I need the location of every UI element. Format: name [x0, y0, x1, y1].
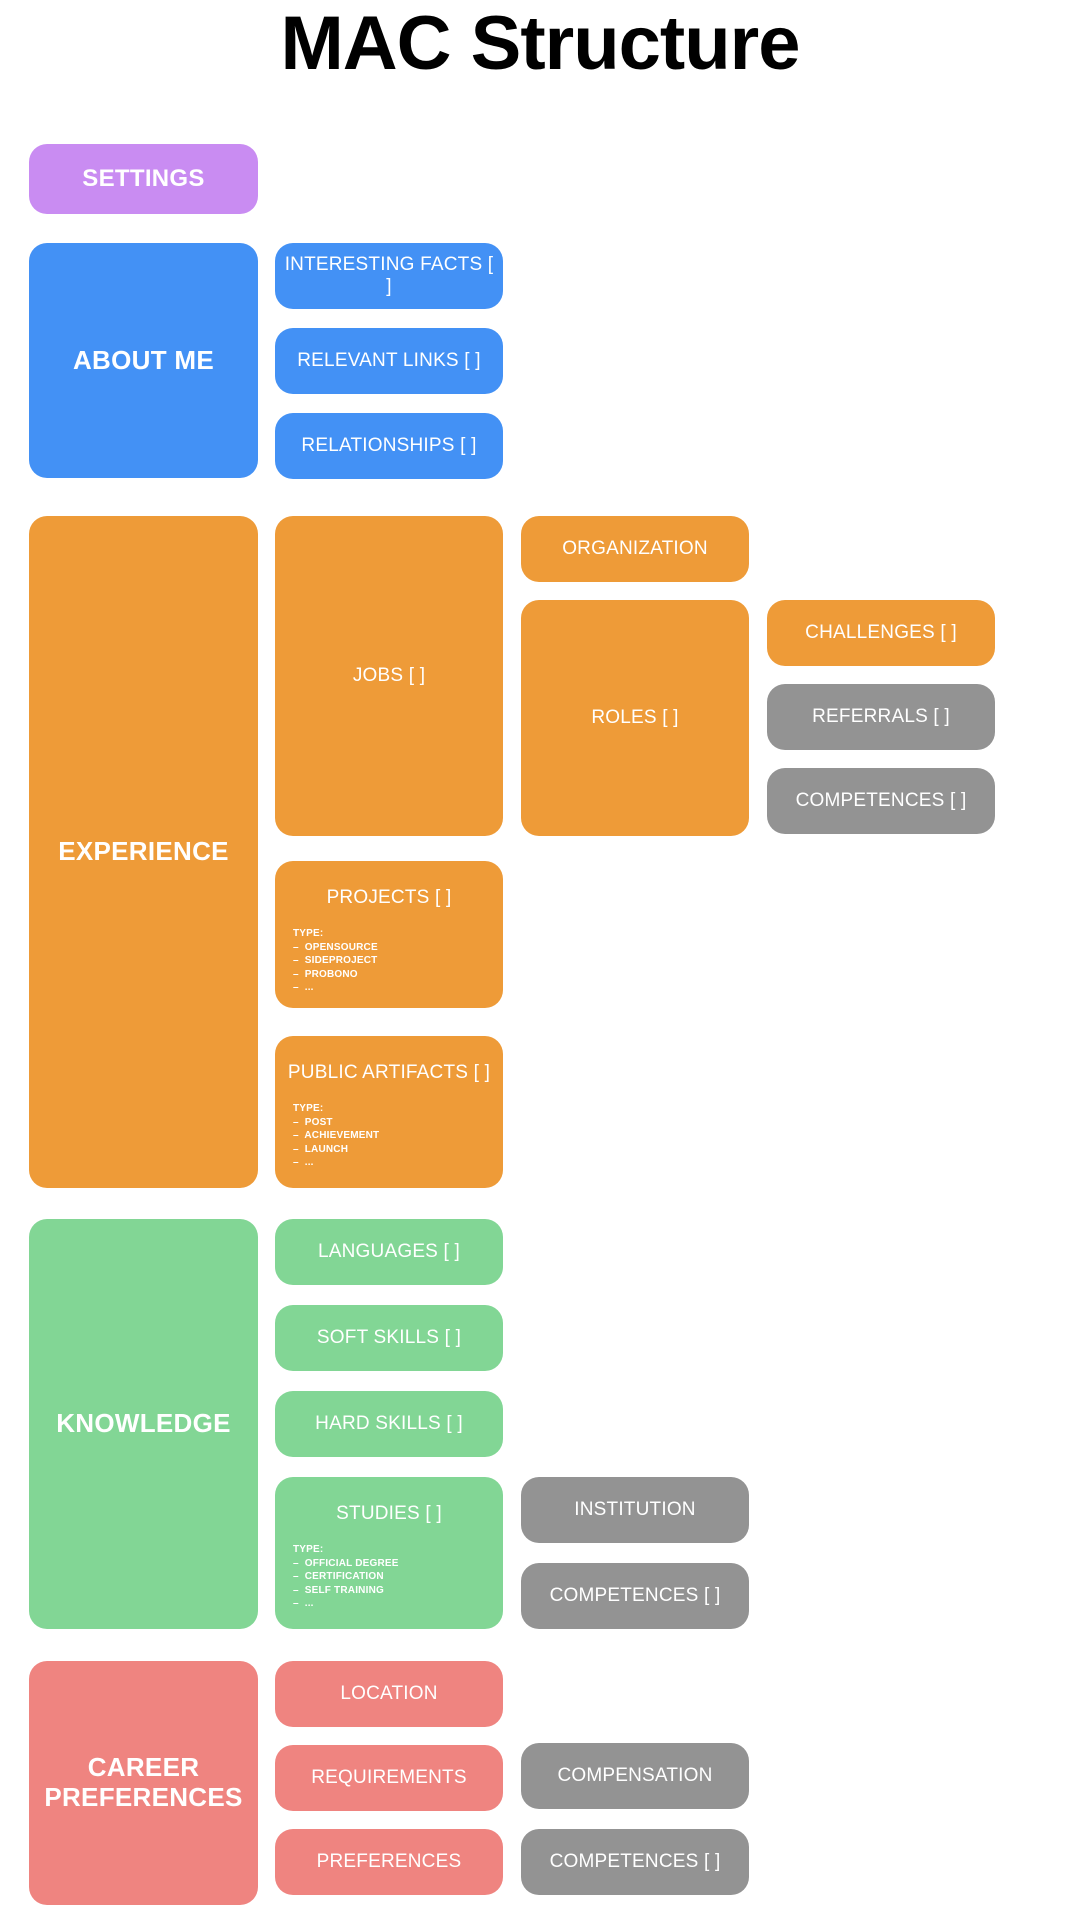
node-hard-skills[interactable]: HARD SKILLS [ ]	[275, 1391, 503, 1457]
node-organization[interactable]: ORGANIZATION	[521, 516, 749, 582]
type-item: – LAUNCH	[293, 1143, 349, 1155]
node-institution[interactable]: INSTITUTION	[521, 1477, 749, 1543]
node-experience-label: EXPERIENCE	[58, 836, 229, 867]
node-public-artifacts[interactable]: PUBLIC ARTIFACTS [ ] TYPE: – POST – ACHI…	[275, 1036, 503, 1188]
node-interesting-facts-label: INTERESTING FACTS [ ]	[284, 254, 494, 297]
node-competences-experience-label: COMPETENCES [ ]	[795, 790, 967, 811]
node-challenges[interactable]: CHALLENGES [ ]	[767, 600, 995, 666]
type-item: – SIDEPROJECT	[293, 955, 378, 967]
node-knowledge[interactable]: KNOWLEDGE	[29, 1219, 258, 1629]
node-requirements[interactable]: REQUIREMENTS	[275, 1745, 503, 1811]
type-item: – OFFICIAL DEGREE	[293, 1558, 399, 1570]
node-location-label: LOCATION	[340, 1683, 438, 1704]
node-career-preferences-label: CAREER PREFERENCES	[29, 1752, 258, 1813]
node-projects-type-list: TYPE: – OPENSOURCE – SIDEPROJECT – PROBO…	[275, 927, 503, 994]
node-competences-knowledge[interactable]: COMPETENCES [ ]	[521, 1563, 749, 1629]
node-referrals[interactable]: REFERRALS [ ]	[767, 684, 995, 750]
node-jobs-label: JOBS [ ]	[352, 665, 426, 686]
node-roles-label: ROLES [ ]	[591, 707, 679, 728]
node-studies-label: STUDIES [ ]	[336, 1503, 442, 1524]
type-item: – ...	[293, 1156, 314, 1168]
node-studies-type-list: TYPE: – OFFICIAL DEGREE – CERTIFICATION …	[275, 1543, 503, 1610]
type-heading: TYPE:	[293, 1103, 324, 1114]
node-public-artifacts-label: PUBLIC ARTIFACTS [ ]	[287, 1062, 491, 1083]
type-item: – POST	[293, 1117, 333, 1129]
node-organization-label: ORGANIZATION	[562, 538, 708, 559]
node-relevant-links[interactable]: RELEVANT LINKS [ ]	[275, 328, 503, 394]
node-languages-label: LANGUAGES [ ]	[318, 1241, 460, 1262]
node-relevant-links-label: RELEVANT LINKS [ ]	[297, 350, 481, 371]
node-referrals-label: REFERRALS [ ]	[812, 706, 950, 727]
node-career-preferences-label-line1: CAREER	[87, 1752, 200, 1783]
type-heading: TYPE:	[293, 1544, 324, 1555]
node-public-artifacts-type-list: TYPE: – POST – ACHIEVEMENT – LAUNCH – ..…	[275, 1102, 503, 1169]
type-item: – OPENSOURCE	[293, 942, 378, 954]
node-hard-skills-label: HARD SKILLS [ ]	[315, 1413, 463, 1434]
node-relationships-label: RELATIONSHIPS [ ]	[301, 435, 477, 456]
node-settings[interactable]: SETTINGS	[29, 144, 258, 214]
node-about-me-label: ABOUT ME	[72, 344, 215, 375]
node-challenges-label: CHALLENGES [ ]	[805, 622, 957, 643]
node-preferences-label: PREFERENCES	[316, 1851, 462, 1872]
node-projects[interactable]: PROJECTS [ ] TYPE: – OPENSOURCE – SIDEPR…	[275, 861, 503, 1008]
node-roles[interactable]: ROLES [ ]	[521, 600, 749, 836]
page-title: MAC Structure	[280, 1, 800, 86]
type-item: – ...	[293, 981, 314, 993]
node-competences-career[interactable]: COMPETENCES [ ]	[521, 1829, 749, 1895]
node-location[interactable]: LOCATION	[275, 1661, 503, 1727]
node-soft-skills[interactable]: SOFT SKILLS [ ]	[275, 1305, 503, 1371]
type-item: – PROBONO	[293, 968, 358, 980]
node-relationships[interactable]: RELATIONSHIPS [ ]	[275, 413, 503, 479]
node-settings-label: SETTINGS	[82, 165, 205, 193]
node-jobs[interactable]: JOBS [ ]	[275, 516, 503, 836]
node-compensation-label: COMPENSATION	[557, 1765, 713, 1786]
node-interesting-facts[interactable]: INTERESTING FACTS [ ]	[275, 243, 503, 309]
node-competences-experience[interactable]: COMPETENCES [ ]	[767, 768, 995, 834]
node-competences-career-label: COMPETENCES [ ]	[549, 1851, 721, 1872]
node-competences-knowledge-label: COMPETENCES [ ]	[549, 1585, 721, 1606]
type-heading: TYPE:	[293, 928, 324, 939]
type-item: – SELF TRAINING	[293, 1584, 384, 1596]
node-career-preferences-label-line2: PREFERENCES	[44, 1782, 243, 1812]
node-compensation[interactable]: COMPENSATION	[521, 1743, 749, 1809]
type-item: – ACHIEVEMENT	[293, 1130, 380, 1142]
node-institution-label: INSTITUTION	[574, 1499, 696, 1520]
node-projects-label: PROJECTS [ ]	[326, 887, 452, 908]
type-item: – CERTIFICATION	[293, 1571, 384, 1583]
node-preferences[interactable]: PREFERENCES	[275, 1829, 503, 1895]
node-career-preferences[interactable]: CAREER PREFERENCES	[29, 1661, 258, 1905]
type-item: – ...	[293, 1597, 314, 1609]
node-studies[interactable]: STUDIES [ ] TYPE: – OFFICIAL DEGREE – CE…	[275, 1477, 503, 1629]
node-experience[interactable]: EXPERIENCE	[29, 516, 258, 1188]
node-languages[interactable]: LANGUAGES [ ]	[275, 1219, 503, 1285]
node-about-me[interactable]: ABOUT ME	[29, 243, 258, 478]
node-knowledge-label: KNOWLEDGE	[56, 1408, 231, 1439]
node-requirements-label: REQUIREMENTS	[311, 1767, 467, 1788]
node-soft-skills-label: SOFT SKILLS [ ]	[316, 1327, 462, 1348]
